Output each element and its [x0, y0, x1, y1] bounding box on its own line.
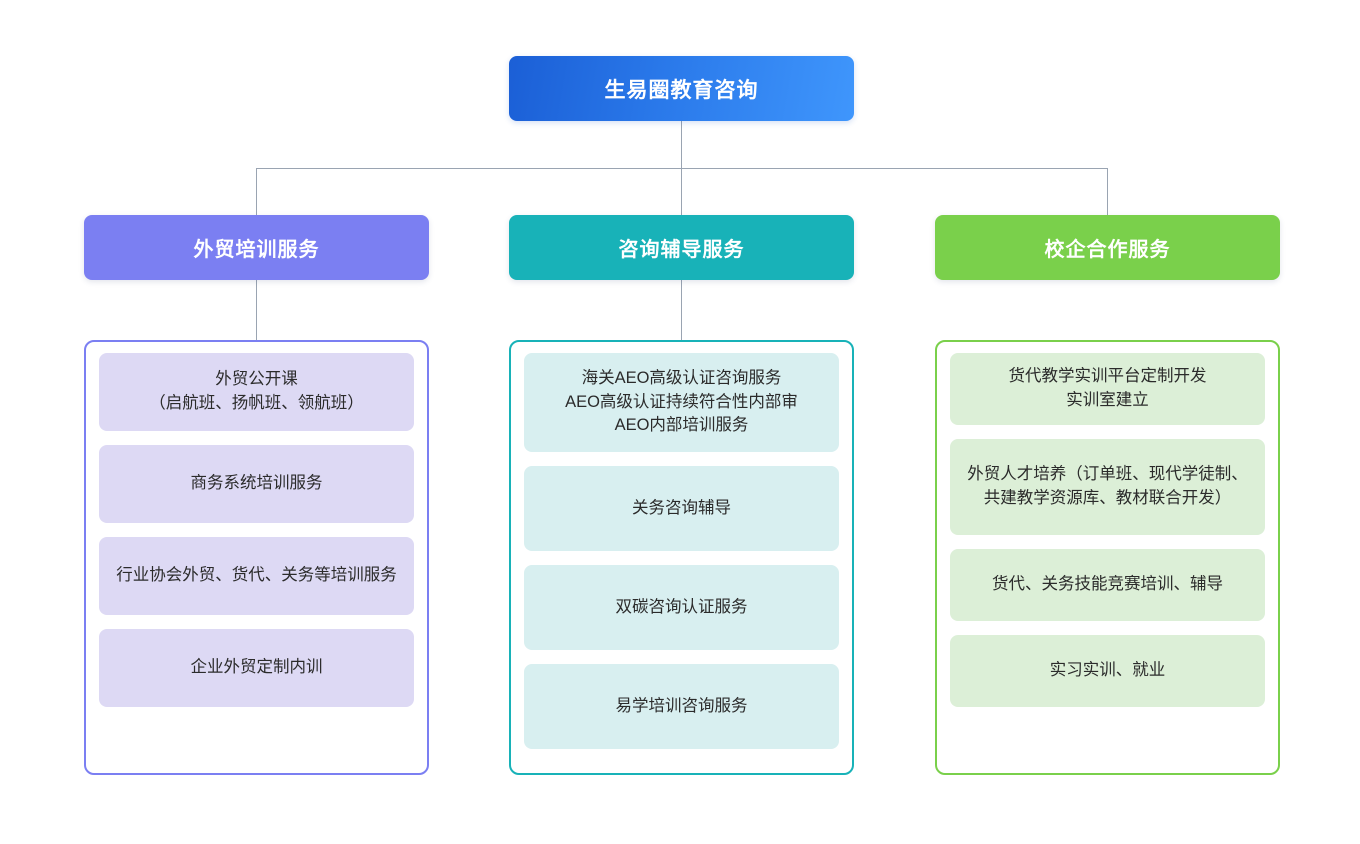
leaf-card[interactable]: 实习实训、就业: [950, 635, 1265, 707]
branch-body-1: 海关AEO高级认证咨询服务 AEO高级认证持续符合性内部审 AEO内部培训服务 …: [509, 340, 854, 775]
branch-column-2: 校企合作服务 货代教学实训平台定制开发 实训室建立 外贸人才培养（订单班、现代学…: [935, 215, 1280, 775]
branch-header-2[interactable]: 校企合作服务: [935, 215, 1280, 280]
leaf-card-label: 外贸人才培养（订单班、现代学徒制、共建教学资源库、教材联合开发）: [967, 465, 1248, 507]
leaf-card[interactable]: 双碳咨询认证服务: [524, 565, 839, 650]
connector-branch-stem-0: [256, 168, 257, 215]
leaf-card[interactable]: 关务咨询辅导: [524, 466, 839, 551]
leaf-card[interactable]: 海关AEO高级认证咨询服务 AEO高级认证持续符合性内部审 AEO内部培训服务: [524, 353, 839, 452]
connector-branch-stem-2: [1107, 168, 1108, 215]
leaf-card-label: 商务系统培训服务: [190, 474, 323, 493]
connector-branch-stem-1: [681, 168, 682, 215]
leaf-card-label: 双碳咨询认证服务: [615, 597, 748, 616]
root-node[interactable]: 生易圈教育咨询: [509, 56, 854, 121]
branch-body-2: 货代教学实训平台定制开发 实训室建立 外贸人才培养（订单班、现代学徒制、共建教学…: [935, 340, 1280, 775]
leaf-card-label: 企业外贸定制内训: [190, 658, 323, 677]
branch-column-0: 外贸培训服务 外贸公开课 （启航班、扬帆班、领航班） 商务系统培训服务 行业协会…: [84, 215, 429, 775]
leaf-card[interactable]: 外贸人才培养（订单班、现代学徒制、共建教学资源库、教材联合开发）: [950, 439, 1265, 535]
leaf-card-label: 外贸公开课 （启航班、扬帆班、领航班）: [149, 370, 364, 412]
leaf-card[interactable]: 行业协会外贸、货代、关务等培训服务: [99, 537, 414, 615]
leaf-card[interactable]: 货代教学实训平台定制开发 实训室建立: [950, 353, 1265, 425]
leaf-card-label: 易学培训咨询服务: [615, 696, 748, 715]
branch-header-label-1: 咨询辅导服务: [618, 239, 745, 261]
leaf-card-label: 关务咨询辅导: [632, 498, 731, 517]
connector-root-stem: [681, 121, 682, 168]
connector-header-to-body-0: [256, 280, 257, 340]
leaf-card[interactable]: 货代、关务技能竞赛培训、辅导: [950, 549, 1265, 621]
branch-header-0[interactable]: 外贸培训服务: [84, 215, 429, 280]
branch-column-1: 咨询辅导服务 海关AEO高级认证咨询服务 AEO高级认证持续符合性内部审 AEO…: [509, 215, 854, 775]
leaf-card[interactable]: 易学培训咨询服务: [524, 664, 839, 749]
branch-body-0: 外贸公开课 （启航班、扬帆班、领航班） 商务系统培训服务 行业协会外贸、货代、关…: [84, 340, 429, 775]
leaf-card[interactable]: 商务系统培训服务: [99, 445, 414, 523]
root-node-label: 生易圈教育咨询: [604, 78, 759, 102]
branch-header-label-2: 校企合作服务: [1044, 239, 1171, 261]
leaf-card-label: 实习实训、就业: [1049, 661, 1166, 680]
leaf-card-label: 行业协会外贸、货代、关务等培训服务: [116, 566, 397, 585]
leaf-card-label: 货代、关务技能竞赛培训、辅导: [992, 575, 1223, 594]
connector-header-to-body-1: [681, 280, 682, 340]
branch-header-label-0: 外贸培训服务: [193, 239, 320, 261]
branch-header-1[interactable]: 咨询辅导服务: [509, 215, 854, 280]
leaf-card[interactable]: 企业外贸定制内训: [99, 629, 414, 707]
leaf-card[interactable]: 外贸公开课 （启航班、扬帆班、领航班）: [99, 353, 414, 431]
leaf-card-label: 海关AEO高级认证咨询服务 AEO高级认证持续符合性内部审 AEO内部培训服务: [565, 368, 798, 435]
leaf-card-label: 货代教学实训平台定制开发 实训室建立: [1008, 367, 1207, 409]
